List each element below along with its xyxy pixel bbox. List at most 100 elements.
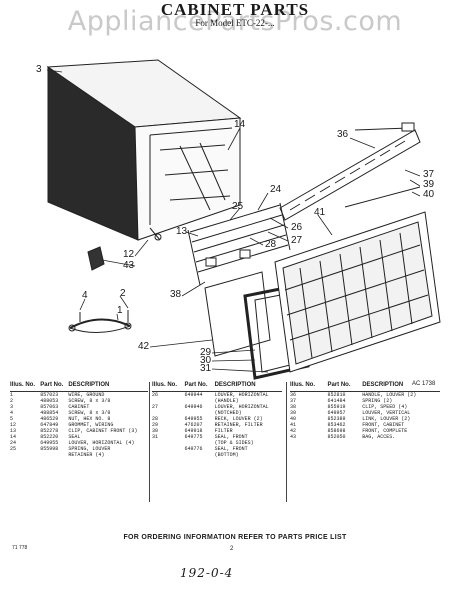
description-cell: RETAINER (4) bbox=[68, 452, 105, 458]
col-header-part: Part No. bbox=[327, 382, 351, 388]
table-row: 38 855919 CLIP, SPEED (4) bbox=[290, 404, 440, 410]
illus-no-cell: 14 bbox=[10, 434, 17, 440]
callout-24: 24 bbox=[270, 184, 282, 195]
description-cell: SCREW, 8 x 3/8 bbox=[68, 398, 111, 404]
callout-38: 38 bbox=[170, 289, 182, 300]
document-code: 71 778 bbox=[12, 545, 28, 551]
vertical-louver-drawing bbox=[279, 122, 421, 221]
column-divider bbox=[286, 382, 287, 502]
part-no-cell: 852050 bbox=[327, 434, 346, 440]
part-no-cell: 488854 bbox=[40, 410, 59, 416]
page-title: CABINET PARTS bbox=[160, 0, 310, 19]
callout-2: 2 bbox=[120, 288, 126, 299]
part-no-cell: 852220 bbox=[40, 434, 59, 440]
illus-no-cell: 28 bbox=[152, 416, 159, 422]
description-cell: WIRE, GROUND bbox=[68, 392, 105, 398]
part-no-cell: 852389 bbox=[327, 416, 346, 422]
callout-27: 27 bbox=[291, 235, 303, 246]
description-cell: SEAL, FRONT bbox=[214, 434, 248, 440]
part-no-cell: 649944 bbox=[184, 392, 203, 398]
description-cell: FRONT, COMPLETE bbox=[362, 428, 408, 434]
small-parts-drawing bbox=[68, 246, 132, 333]
col-header-part: Part No. bbox=[184, 382, 208, 388]
part-no-cell: 853462 bbox=[327, 422, 346, 428]
table-row: 14 852220 SEAL bbox=[10, 434, 148, 440]
illus-no-cell: 4 bbox=[10, 410, 14, 416]
illus-no-cell: 41 bbox=[290, 422, 297, 428]
col-header-desc: DESCRIPTION bbox=[68, 382, 110, 388]
part-no-cell: 852278 bbox=[40, 428, 59, 434]
illus-no-cell: 12 bbox=[10, 422, 17, 428]
column-divider bbox=[149, 382, 150, 502]
description-cell: SCREW, 8 x 3/8 bbox=[68, 410, 111, 416]
description-cell: RECK, LOUVER (2) bbox=[214, 416, 263, 422]
callout-41: 41 bbox=[314, 207, 326, 218]
table-row: (BOTTOM) bbox=[152, 452, 282, 458]
cabinet-drawing bbox=[46, 59, 242, 241]
callout-13: 13 bbox=[176, 226, 188, 237]
table-row: (NOTCHED) bbox=[152, 410, 282, 416]
illus-no-cell bbox=[152, 452, 185, 458]
description-cell: BAG, ACCES. bbox=[362, 434, 396, 440]
illus-no-cell: 2 bbox=[10, 398, 14, 404]
description-cell: FRONT, CABINET bbox=[362, 422, 405, 428]
description-cell: (HANDLE) bbox=[214, 398, 239, 404]
illus-no-cell bbox=[10, 452, 40, 458]
part-no-cell: 852810 bbox=[327, 392, 346, 398]
part-no-cell: 855919 bbox=[327, 404, 346, 410]
part-no-cell: 649946 bbox=[184, 404, 203, 410]
illus-no-cell: 1 bbox=[10, 392, 14, 398]
callout-12: 12 bbox=[123, 249, 135, 260]
figure-code: AC 1738 bbox=[412, 381, 436, 387]
col-header-desc: DESCRIPTION bbox=[214, 382, 256, 388]
col-header-desc: DESCRIPTION bbox=[362, 382, 404, 388]
description-cell: (NOTCHED) bbox=[214, 410, 242, 416]
cabinet-front-drawing bbox=[274, 211, 441, 373]
description-cell: SEAL bbox=[68, 434, 81, 440]
table-row: 26 649944 LOUVER, HORIZONTAL bbox=[152, 392, 282, 399]
illus-no-cell: 26 bbox=[152, 392, 159, 398]
description-cell: NUT, HEX NO. 8 bbox=[68, 416, 111, 422]
exploded-parts-diagram bbox=[46, 59, 441, 380]
illus-no-cell: 40 bbox=[290, 416, 297, 422]
table-row: (HANDLE) bbox=[152, 398, 282, 404]
callout-26: 26 bbox=[291, 222, 303, 233]
part-no-cell: 649918 bbox=[184, 428, 203, 434]
description-cell: LOUVER, HORIZONTAL bbox=[214, 392, 269, 398]
part-no-cell: 488053 bbox=[40, 398, 59, 404]
description-cell: SEAL, FRONT bbox=[214, 446, 248, 452]
illus-no-cell: 30 bbox=[152, 428, 159, 434]
part-no-cell: 649957 bbox=[327, 410, 346, 416]
callout-leader-lines bbox=[46, 69, 421, 373]
description-cell: LOUVER, HORIZONTAL (4) bbox=[68, 440, 135, 446]
table-row: RETAINER (4) bbox=[10, 452, 148, 458]
description-cell: SPRING (2) bbox=[362, 398, 393, 404]
ordering-note: FOR ORDERING INFORMATION REFER TO PARTS … bbox=[123, 534, 347, 541]
description-cell: CLIP, SPEED (4) bbox=[362, 404, 408, 410]
description-cell: SPRING, LOUVER bbox=[68, 446, 111, 452]
col-header-illus: Illus. No. bbox=[152, 382, 178, 388]
illus-no-cell: 24 bbox=[10, 440, 17, 446]
description-cell: CLIP, CABINET FRONT (3) bbox=[68, 428, 138, 434]
part-no-cell: 486529 bbox=[40, 416, 59, 422]
illus-no-cell: 38 bbox=[290, 404, 297, 410]
callout-36: 36 bbox=[337, 129, 349, 140]
table-row: 41 853462 FRONT, CABINET bbox=[290, 422, 440, 428]
callout-40: 40 bbox=[423, 189, 435, 200]
parts-table-2: Illus. No. Part No. DESCRIPTION 26 649944… bbox=[152, 382, 282, 458]
description-cell: (BOTTOM) bbox=[214, 452, 239, 458]
illus-no-cell: 31 bbox=[152, 434, 159, 440]
